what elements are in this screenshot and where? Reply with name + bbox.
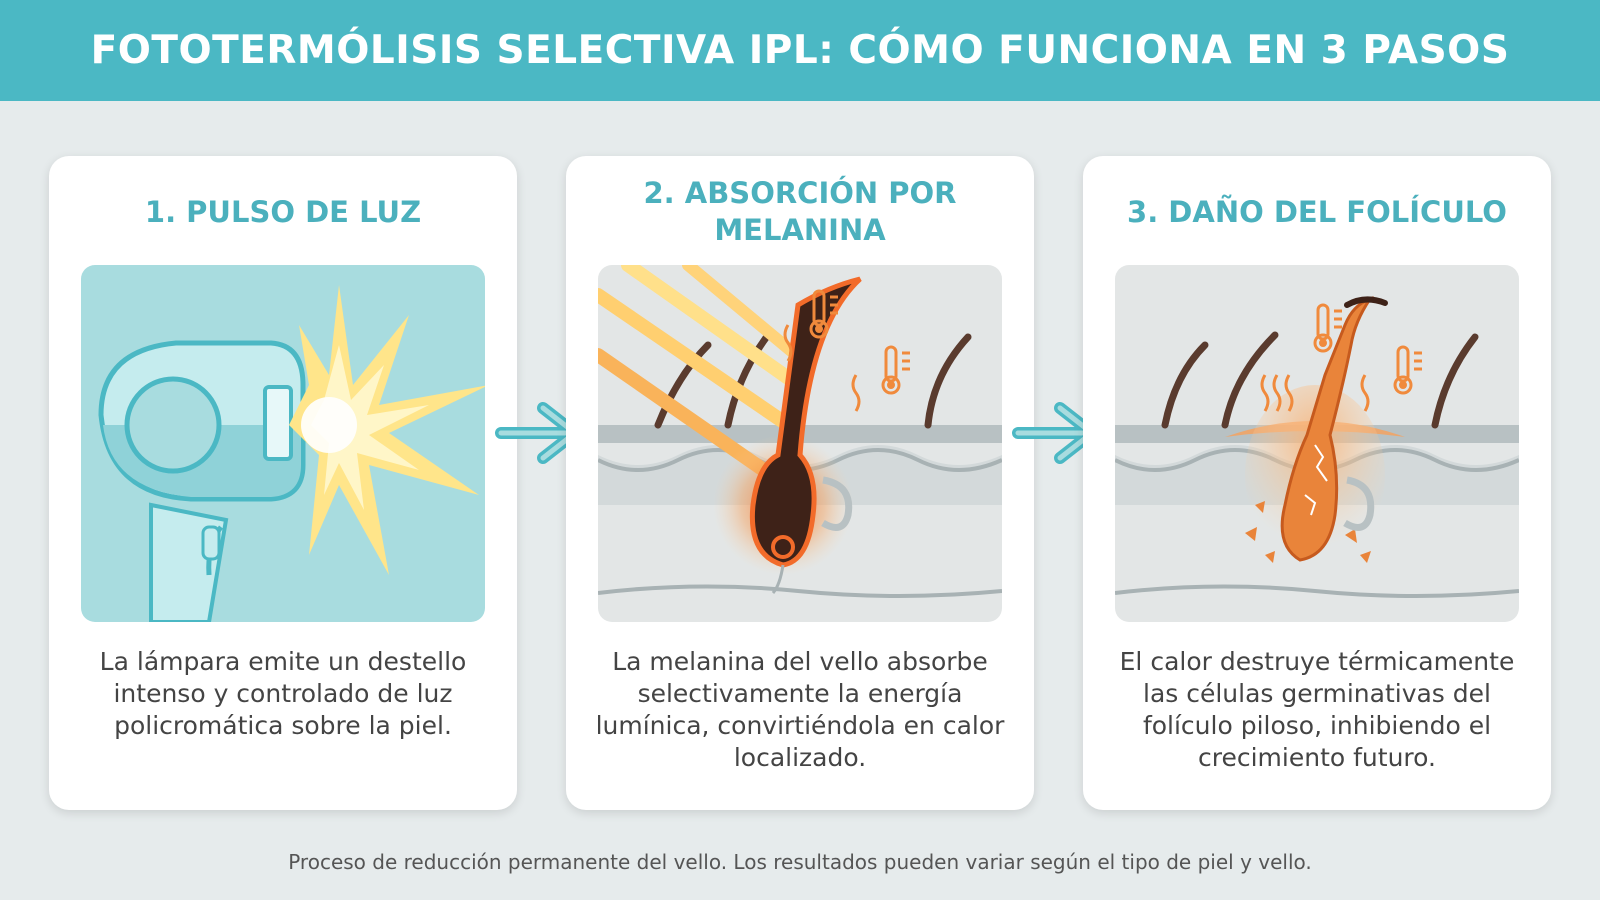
follicle-damage-illustration [1115, 265, 1519, 622]
melanin-absorption-illustration [598, 265, 1002, 622]
ipl-handpiece-flash-illustration [81, 265, 485, 622]
footer-note: Proceso de reducción permanente del vell… [288, 850, 1312, 874]
step-card-3: 3. DAÑO DEL FOLÍCULO [1083, 156, 1551, 810]
step-2-description: La melanina del vello absorbe selectivam… [595, 647, 1005, 772]
header-banner: FOTOTERMÓLISIS SELECTIVA IPL: CÓMO FUNCI… [0, 0, 1600, 101]
page-title: FOTOTERMÓLISIS SELECTIVA IPL: CÓMO FUNCI… [90, 28, 1510, 73]
step-card-1: 1. PULSO DE LUZ La lámpara emite un dest… [49, 156, 517, 810]
step-2-title: 2. ABSORCIÓN POR MELANINA [643, 176, 957, 247]
step-3-title: 3. DAÑO DEL FOLÍCULO [1127, 195, 1507, 229]
step-card-2: 2. ABSORCIÓN POR MELANINA [566, 156, 1034, 810]
step-1-description: La lámpara emite un destello intenso y c… [99, 647, 467, 740]
step-3-description: El calor destruye térmicamente las célul… [1119, 647, 1515, 772]
step-1-title: 1. PULSO DE LUZ [144, 195, 422, 229]
